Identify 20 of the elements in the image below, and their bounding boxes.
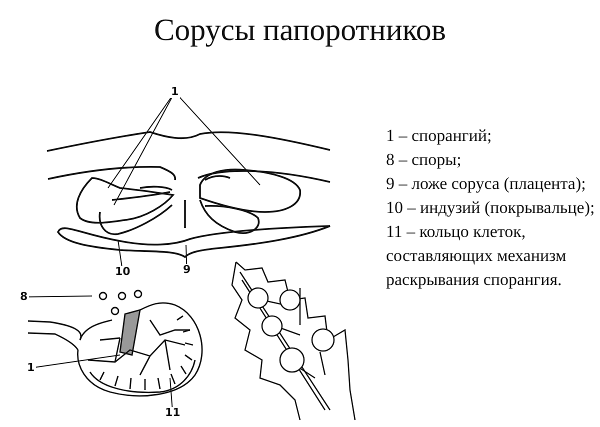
term-definition: 9 – ложе соруса (плацента); [386, 173, 587, 195]
leader-line [170, 378, 173, 408]
leader-line [35, 354, 120, 368]
term-definition: 8 – споры; [386, 149, 462, 171]
leader-line [108, 98, 172, 188]
term-definition: 1 – спорангий; [386, 125, 493, 147]
callout-number: 8 [19, 291, 29, 303]
callout-number: 1 [26, 362, 36, 374]
callout-number: 10 [114, 266, 132, 278]
term-definition: 10 – индузий (покрывальце); [386, 197, 596, 219]
callout-number: 9 [182, 264, 192, 276]
callout-number: 11 [164, 407, 182, 419]
term-definition: 11 – кольцо клеток, составляющих механизм раскрывания спорангия. [386, 221, 568, 291]
leader-line [28, 296, 92, 298]
callout-number: 1 [170, 86, 180, 98]
diagram-title: Сорусы папоротников [152, 12, 448, 48]
leader-line [114, 98, 172, 206]
leader-line [118, 240, 122, 266]
leader-line [186, 244, 188, 264]
leader-line [179, 96, 260, 186]
